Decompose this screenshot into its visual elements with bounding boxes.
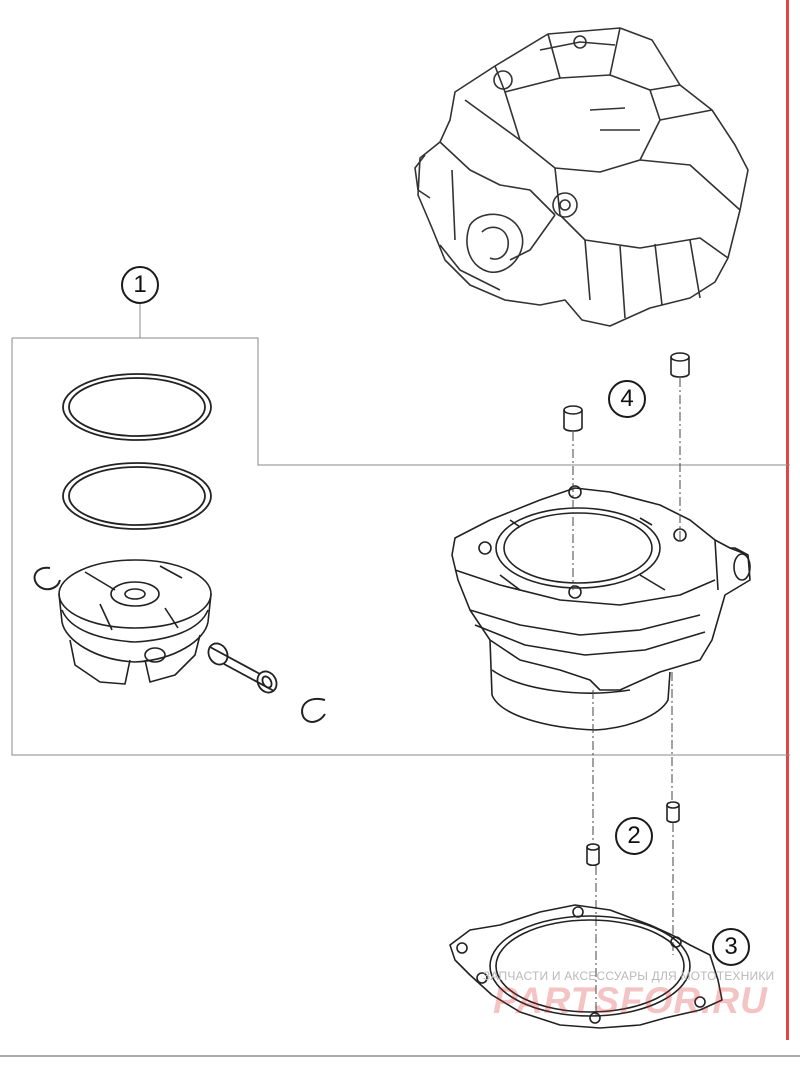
piston-pin-circlip-right <box>301 697 326 723</box>
callout-1: 1 <box>121 266 159 304</box>
callout-3: 3 <box>712 928 750 966</box>
cylinder-base-gasket <box>449 904 723 1029</box>
piston-ring-lower <box>62 462 212 530</box>
cylinder-head <box>414 27 749 327</box>
callout-2: 2 <box>615 817 653 855</box>
piston-pin-circlip-left <box>33 566 61 591</box>
right-edge-red-line <box>786 0 789 1040</box>
piston <box>58 559 212 685</box>
callout-4: 4 <box>608 380 646 418</box>
cylinder <box>451 485 751 731</box>
watermark-logo: PARTSFOR.RU <box>493 980 768 1021</box>
dowel-pin-lower-left <box>586 843 600 867</box>
assembly-axis-lines <box>572 378 681 1015</box>
piston-kit-frame <box>11 303 790 756</box>
dowel-pin-upper-right <box>670 352 690 378</box>
piston-pin <box>207 642 278 694</box>
watermark-subtitle: ЗАПЧАСТИ И АКСЕССУАРЫ ДЛЯ МОТОТЕХНИКИ <box>483 969 775 983</box>
piston-ring-upper <box>62 373 212 441</box>
dowel-pin-upper-left <box>563 405 583 432</box>
dowel-pin-lower-right <box>666 801 680 824</box>
